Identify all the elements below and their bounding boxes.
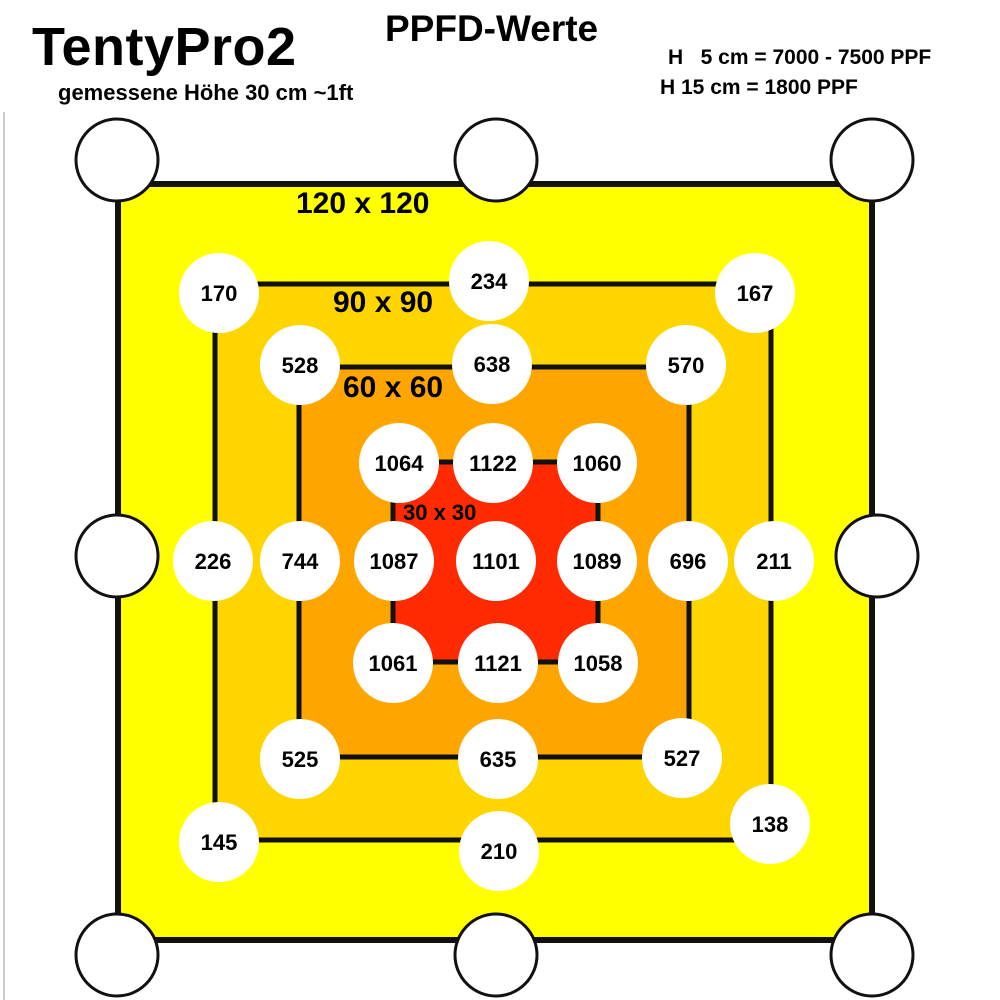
measure-value: 744	[282, 549, 319, 574]
measure-core-top-center: 1122	[453, 423, 533, 503]
pole-marker	[834, 513, 920, 599]
measure-core-bottom-left: 1061	[353, 623, 433, 703]
pole-marker	[74, 513, 160, 599]
measure-value: 1121	[474, 651, 522, 676]
measure-value: 527	[664, 746, 701, 771]
zone-label-60: 60 x 60	[343, 371, 443, 404]
measure-value: 1089	[573, 549, 622, 574]
pole-marker	[829, 117, 915, 203]
measure-value: 1122	[469, 451, 517, 476]
pole-marker	[829, 912, 915, 998]
measure-value: 138	[752, 812, 789, 837]
measure-core-middle-right: 1089	[557, 521, 637, 601]
measure-value: 167	[737, 281, 774, 306]
measure-core-middle-left: 1087	[354, 521, 434, 601]
measure-value: 1101	[472, 549, 520, 574]
measure-mid-top-center: 638	[452, 324, 532, 404]
measure-core-center: 1101	[456, 521, 536, 601]
measure-mid-bottom-right: 527	[642, 718, 722, 798]
measure-outer-top-right: 167	[715, 253, 795, 333]
zone-label-30: 30 x 30	[403, 500, 476, 525]
pole-marker	[453, 912, 539, 998]
measure-value: 170	[201, 281, 238, 306]
measure-value: 1060	[573, 451, 622, 476]
measure-value: 1087	[370, 549, 419, 574]
measure-outer-middle-right: 211	[734, 521, 814, 601]
measure-mid-top-left: 528	[260, 325, 340, 405]
measure-core-top-left: 1064	[359, 423, 439, 503]
measurement-height-subtitle: gemessene Höhe 30 cm ~1ft	[58, 80, 354, 105]
pole-marker	[74, 912, 160, 998]
measure-core-top-right: 1060	[557, 423, 637, 503]
pole-marker	[74, 117, 160, 203]
height-note-15cm: H 15 cm = 1800 PPF	[660, 76, 858, 99]
measure-mid-bottom-center: 635	[458, 719, 538, 799]
measure-outer-bottom-right: 138	[730, 784, 810, 864]
measure-value: 211	[756, 549, 792, 574]
measure-value: 1058	[574, 651, 623, 676]
measure-outer-top-center: 234	[449, 241, 529, 321]
brand-title: TentyPro2	[32, 17, 297, 77]
measure-value: 638	[474, 352, 511, 377]
measure-value: 1061	[369, 651, 418, 676]
measurement-points: 170 234 167 226 211 145 210 138 528 638 …	[173, 241, 814, 891]
height-note-5cm: H 5 cm = 7000 - 7500 PPF	[668, 46, 932, 69]
measure-mid-middle-left: 744	[260, 521, 340, 601]
zone-label-120: 120 x 120	[296, 187, 429, 220]
pole-marker	[453, 117, 539, 203]
measure-mid-top-right: 570	[646, 325, 726, 405]
measure-mid-bottom-left: 525	[260, 719, 340, 799]
measure-outer-bottom-center: 210	[459, 811, 539, 891]
measure-value: 528	[282, 353, 319, 378]
measure-outer-middle-left: 226	[173, 521, 253, 601]
measure-value: 234	[471, 269, 508, 294]
measure-value: 635	[480, 747, 517, 772]
measure-core-bottom-right: 1058	[558, 623, 638, 703]
measure-value: 145	[201, 830, 238, 855]
measure-core-bottom-center: 1121	[458, 623, 538, 703]
zone-label-90: 90 x 90	[333, 286, 433, 319]
tent-pole-markers	[74, 117, 920, 998]
measure-outer-top-left: 170	[179, 253, 259, 333]
measure-value: 696	[670, 549, 707, 574]
measure-value: 210	[481, 839, 518, 864]
measure-value: 1064	[375, 451, 425, 476]
measure-mid-middle-right: 696	[648, 521, 728, 601]
page-heading: PPFD-Werte	[385, 8, 599, 49]
measure-value: 525	[282, 747, 319, 772]
measure-value: 570	[668, 353, 705, 378]
measure-value: 226	[195, 549, 232, 574]
measure-outer-bottom-left: 145	[179, 802, 259, 882]
